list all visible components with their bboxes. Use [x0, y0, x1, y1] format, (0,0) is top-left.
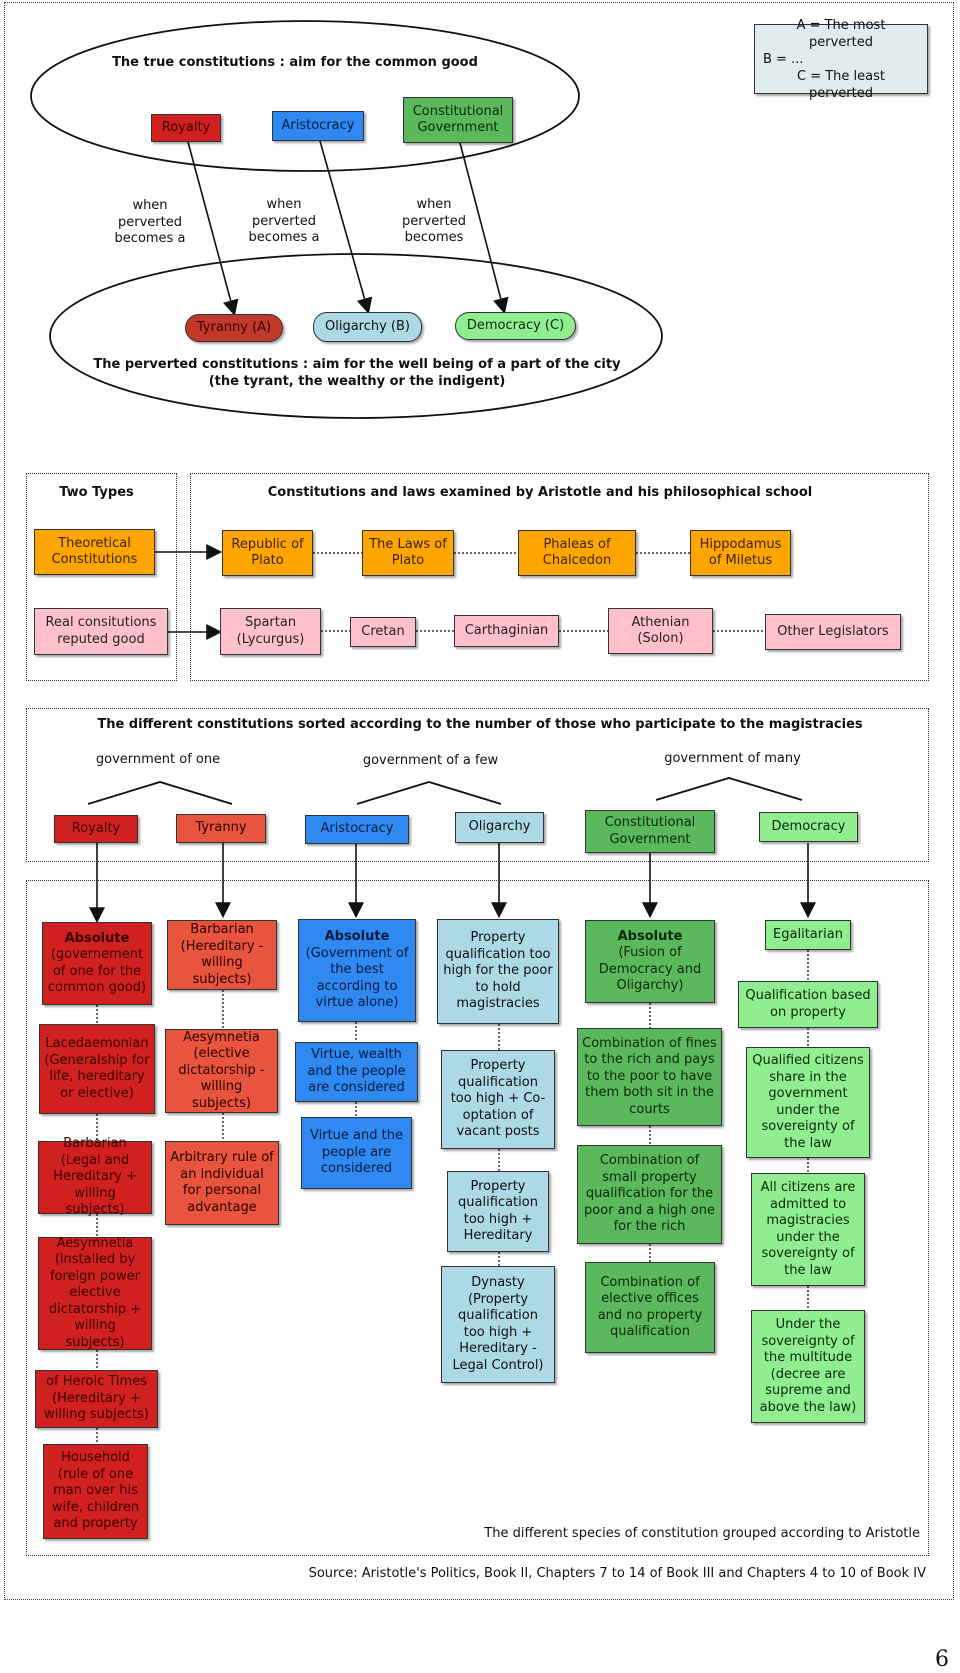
- node-athenian: Athenian (Solon): [608, 608, 713, 654]
- bracket-one: [87, 781, 233, 805]
- democracy-all-citizens: All citizens are admitted to magistracie…: [751, 1173, 865, 1286]
- page-number: 6: [935, 1647, 949, 1672]
- node-hippodamus-of-miletus: Hippodamus of Miletus: [690, 530, 791, 576]
- true-constitutions-title: The true constitutions : aim for the com…: [112, 55, 478, 70]
- royalty-heroic-times: of Heroic Times (Hereditary + willing su…: [35, 1370, 158, 1428]
- aristocracy-virtue-wealth-people: Virtue, wealth and the people are consid…: [295, 1042, 418, 1102]
- arrow-label-2: when perverted becomes a: [248, 197, 320, 245]
- oligarchy-co-optation: Property qualification too high + Co-opt…: [441, 1050, 555, 1149]
- two-types-title: Two Types: [59, 485, 134, 500]
- sorted-tyranny: Tyranny: [176, 814, 266, 843]
- node-constitutional-government: Constitutional Government: [403, 97, 513, 143]
- legend-b: B = ...: [763, 51, 804, 67]
- species-caption: The different species of constitution gr…: [484, 1526, 920, 1541]
- democracy-qualification-property: Qualification based on property: [738, 981, 878, 1028]
- royalty-to-tyranny-arrow: [187, 141, 239, 317]
- node-tyranny-a: Tyranny (A): [185, 314, 283, 342]
- constitutional-absolute: Absolute (Fusion of Democracy and Oligar…: [585, 920, 715, 1003]
- node-phaleas-of-chalcedon: Phaleas of Chalcedon: [518, 530, 636, 576]
- democracy-qualified-citizens: Qualified citizens share in the governme…: [746, 1047, 870, 1158]
- node-spartan: Spartan (Lycurgus): [220, 608, 321, 655]
- constitutional-elective-offices: Combination of elective offices and no p…: [585, 1262, 715, 1353]
- royalty-barbarian: Barbarian (Legal and Hereditary + willin…: [38, 1136, 152, 1217]
- constitutional-absolute-title: Absolute: [617, 928, 683, 944]
- sorted-constitutional-government: Constitutional Government: [585, 810, 715, 853]
- node-real-constitutions: Real consitutions reputed good: [34, 608, 168, 655]
- source-note: Source: Aristotle's Politics, Book II, C…: [308, 1566, 926, 1581]
- royalty-aesymnetia: Aesymnetia (installed by foreign power e…: [38, 1236, 152, 1350]
- oligarchy-hereditary: Property qualification too high + Heredi…: [447, 1171, 549, 1252]
- constitutional-to-democracy-arrow: [459, 142, 509, 315]
- species-panel: [26, 880, 929, 1556]
- node-aristocracy: Aristocracy: [272, 111, 364, 141]
- royalty-absolute: Absolute (governement of one for the com…: [42, 922, 152, 1005]
- arrow-label-3: when perverted becomes: [402, 197, 466, 245]
- label-gov-many: government of many: [664, 751, 801, 766]
- democracy-sovereignty-multitude: Under the sovereignty of the multitude (…: [751, 1310, 865, 1423]
- sorted-panel: [26, 708, 929, 862]
- oligarchy-property-too-high: Property qualification too high for the …: [437, 919, 559, 1024]
- node-other-legislators: Other Legislators: [765, 614, 901, 650]
- sorted-aristocracy: Aristocracy: [305, 815, 409, 844]
- examined-panel: [190, 473, 929, 681]
- bracket-many: [655, 777, 803, 801]
- aristocracy-absolute-title: Absolute: [324, 929, 390, 945]
- royalty-absolute-text: (governement of one for the common good): [47, 947, 147, 995]
- examined-title: Constitutions and laws examined by Arist…: [267, 485, 813, 500]
- two-types-panel: [26, 473, 177, 681]
- outer-frame: [4, 2, 954, 1600]
- node-royalty: Royalty: [151, 114, 221, 142]
- aristocracy-virtue-people: Virtue and the people are considered: [301, 1117, 412, 1189]
- constitutional-fines-and-pays: Combination of fines to the rich and pay…: [577, 1028, 722, 1126]
- sorted-oligarchy: Oligarchy: [455, 812, 544, 843]
- node-theoretical-constitutions: Theoretical Constitutions: [34, 529, 155, 575]
- arrow-label-1: when perverted becomes a: [114, 198, 186, 246]
- royalty-household: Household (rule of one man over his wife…: [43, 1444, 148, 1539]
- tyranny-barbarian: Barbarian (Hereditary - willing subjects…: [167, 920, 277, 990]
- legend-a: A = The most perverted: [796, 17, 886, 50]
- sorted-royalty: Royalty: [54, 815, 138, 843]
- true-constitutions-ellipse: [30, 20, 580, 172]
- legend-box: A = The most perverted B = ... C = The l…: [754, 18, 928, 101]
- royalty-lacedaemonian: Lacedaemonian (Generalship for life, her…: [39, 1024, 155, 1114]
- royalty-absolute-title: Absolute: [64, 930, 130, 946]
- node-democracy-c: Democracy (C): [455, 312, 576, 340]
- aristocracy-absolute-text: (Government of the best according to vir…: [305, 945, 409, 1011]
- bracket-few: [356, 781, 502, 805]
- sorted-democracy: Democracy: [759, 812, 858, 842]
- node-laws-of-plato: The Laws of Plato: [362, 530, 454, 576]
- perverted-constitutions-subtitle: (the tyrant, the wealthy or the indigent…: [208, 374, 506, 389]
- democracy-egalitarian: Egalitarian: [765, 920, 851, 950]
- node-republic-of-plato: Republic of Plato: [222, 530, 313, 576]
- node-carthaginian: Carthaginian: [454, 615, 559, 647]
- aristocracy-to-oligarchy-arrow: [319, 140, 373, 315]
- aristocracy-absolute: Absolute (Government of the best accordi…: [298, 919, 416, 1022]
- perverted-constitutions-ellipse: [49, 253, 663, 419]
- node-oligarchy-b: Oligarchy (B): [313, 312, 422, 342]
- legend-c: C = The least perverted: [797, 68, 885, 101]
- sorted-title: The different constitutions sorted accor…: [97, 717, 863, 732]
- label-gov-one: government of one: [95, 752, 221, 767]
- node-cretan: Cretan: [350, 617, 416, 647]
- oligarchy-dynasty: Dynasty (Property qualification too high…: [441, 1266, 555, 1383]
- tyranny-aesymnetia: Aesymnetia (elective dictatorship - will…: [165, 1029, 278, 1113]
- perverted-constitutions-title: The perverted constitutions : aim for th…: [93, 357, 621, 372]
- label-gov-few: government of a few: [362, 753, 499, 768]
- constitutional-small-property: Combination of small property qualificat…: [577, 1145, 722, 1244]
- tyranny-arbitrary-rule: Arbitrary rule of an individual for pers…: [165, 1141, 279, 1225]
- constitutional-absolute-text: (Fusion of Democracy and Oligarchy): [598, 945, 702, 993]
